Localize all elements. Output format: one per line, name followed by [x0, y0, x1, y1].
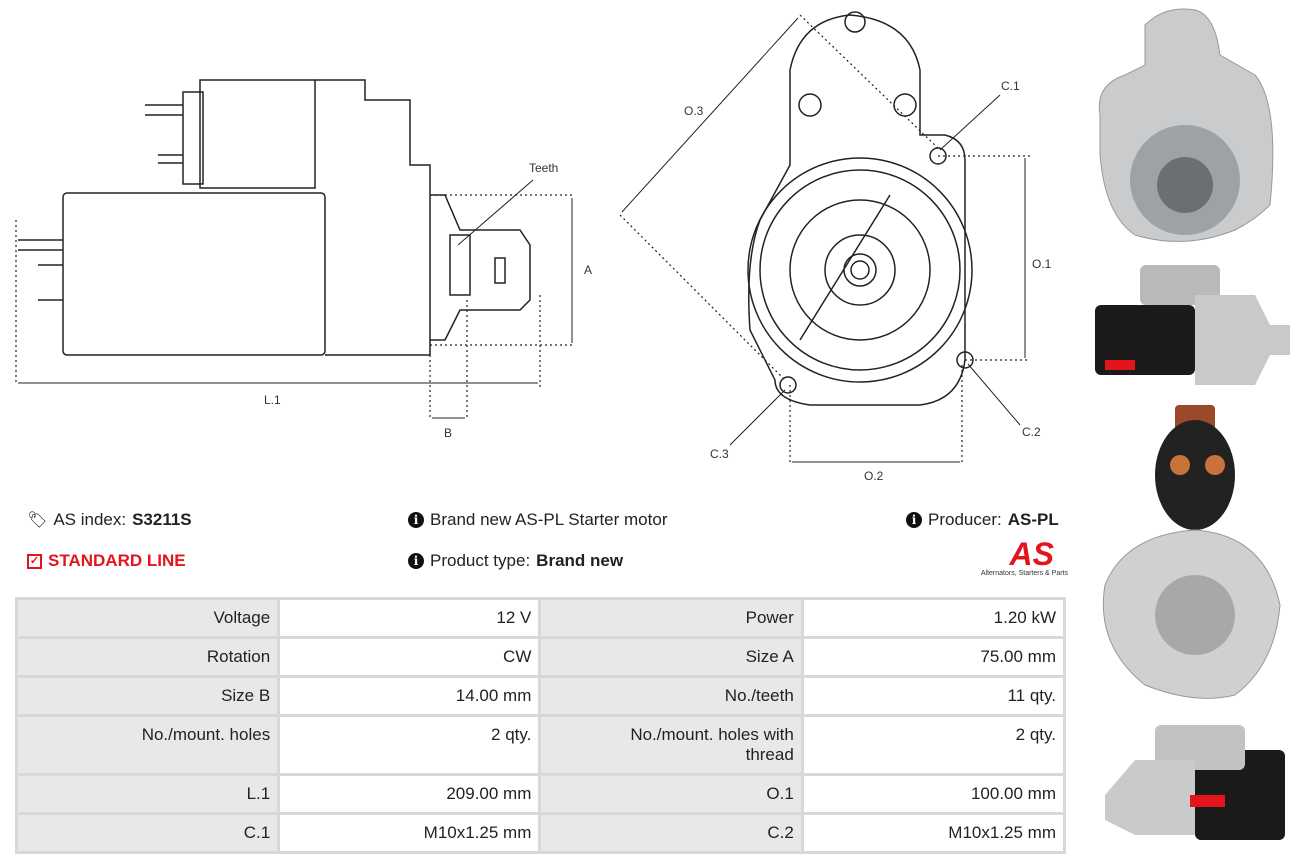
- dim-o2-label: O.2: [864, 469, 884, 483]
- front-view-drawing: [619, 11, 1030, 465]
- dim-c2-label: C.2: [1022, 425, 1041, 439]
- dim-o1-label: O.1: [1032, 257, 1052, 271]
- info-icon: i: [408, 553, 424, 569]
- spec-value: M10x1.25 mm: [800, 812, 1067, 854]
- dim-c1-label: C.1: [1001, 79, 1020, 93]
- spec-label: O.1: [538, 773, 804, 815]
- spec-value: 12 V: [277, 597, 542, 639]
- as-pl-logo: AS Alternators, Starters & Parts: [964, 538, 1068, 577]
- spec-label: L.1: [14, 773, 281, 815]
- spec-label: No./mount. holes with thread: [538, 714, 804, 776]
- product-type-label: Product type:: [430, 551, 531, 570]
- spec-value: 75.00 mm: [800, 636, 1067, 678]
- standard-line-label: STANDARD LINE: [48, 551, 186, 570]
- dim-l1-label: L.1: [264, 393, 281, 407]
- dim-b-label: B: [444, 426, 453, 440]
- spec-value: 209.00 mm: [277, 773, 542, 815]
- info-icon: i: [408, 512, 424, 528]
- spec-value: 11 qty.: [800, 675, 1067, 717]
- product-type-value: Brand new: [536, 551, 624, 570]
- dim-c3-label: C.3: [710, 447, 729, 461]
- spec-value: M10x1.25 mm: [277, 812, 542, 854]
- producer-value: AS-PL: [1007, 510, 1059, 529]
- spec-label: Power: [538, 597, 804, 639]
- spec-value: 14.00 mm: [277, 675, 542, 717]
- dim-a-label: A: [584, 263, 593, 277]
- spec-label: No./teeth: [538, 675, 804, 717]
- side-view-drawing: [15, 79, 575, 420]
- logo-tagline: Alternators, Starters & Parts: [980, 570, 1068, 577]
- photo-side-1: [1095, 265, 1290, 385]
- spec-value: CW: [277, 636, 542, 678]
- spec-label: Voltage: [14, 597, 281, 639]
- as-index-label: AS index:: [53, 510, 127, 529]
- product-photos: [1095, 8, 1290, 840]
- description-text: Brand new AS-PL Starter motor: [430, 510, 668, 529]
- check-square-icon: ✓: [27, 553, 42, 569]
- spec-label: Rotation: [14, 636, 281, 678]
- photo-side-2: [1105, 725, 1285, 840]
- spec-label: Size B: [14, 675, 281, 717]
- standard-line-badge: ✓ STANDARD LINE: [27, 551, 186, 571]
- product-type: i Product type: Brand new: [408, 551, 623, 571]
- logo-text: AS: [1009, 536, 1054, 572]
- dim-o3-label: O.3: [684, 104, 704, 118]
- producer: i Producer: AS-PL: [906, 510, 1059, 530]
- producer-label: Producer:: [928, 510, 1002, 529]
- info-icon: i: [906, 512, 922, 528]
- spec-label: C.1: [14, 812, 281, 854]
- spec-value: 1.20 kW: [800, 597, 1067, 639]
- tags-icon: 🏷: [27, 512, 48, 529]
- photo-rear: [1102, 405, 1281, 699]
- spec-value: 2 qty.: [800, 714, 1067, 776]
- teeth-label: Teeth: [529, 161, 559, 175]
- spec-label: Size A: [538, 636, 804, 678]
- spec-label: C.2: [538, 812, 804, 854]
- photo-front: [1098, 8, 1274, 242]
- as-index: 🏷 AS index: S3211S: [27, 510, 192, 530]
- spec-label: No./mount. holes: [14, 714, 281, 776]
- spec-value: 2 qty.: [277, 714, 542, 776]
- spec-value: 100.00 mm: [800, 773, 1067, 815]
- as-index-value: S3211S: [132, 510, 192, 529]
- description: i Brand new AS-PL Starter motor: [408, 510, 667, 530]
